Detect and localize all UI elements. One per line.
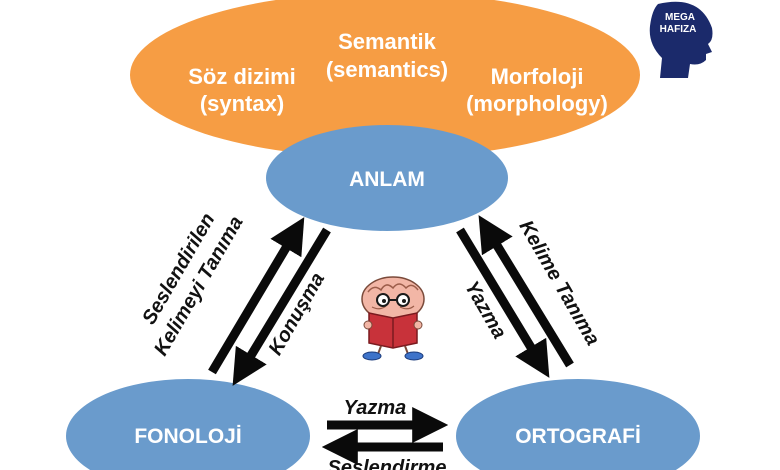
anlam-node <box>266 125 508 231</box>
semantics-label-line2: (semantics) <box>326 57 448 82</box>
semantics-label-line1: Semantik <box>338 29 437 54</box>
ortografi-node <box>456 379 700 470</box>
arrow-anlam-to-fonoloji <box>232 227 331 386</box>
arrow-fonoloji-to-anlam <box>208 217 305 375</box>
fonoloji-label: FONOLOJİ <box>134 425 241 448</box>
arrow-anlam-to-ortografi <box>456 227 550 378</box>
morphology-label-line1: Morfoloji <box>491 64 584 89</box>
arrow-ortografi-to-anlam <box>478 215 574 368</box>
writing-label-right: Yazma <box>460 277 510 342</box>
syntax-label-line2: (syntax) <box>200 91 284 116</box>
syntax-label-line1: Söz dizimi <box>188 64 296 89</box>
morphology-label-line2: (morphology) <box>466 91 608 116</box>
fonoloji-node <box>66 379 310 470</box>
vocalizing-label: Seslendirme <box>328 457 447 470</box>
brain-reading-book-icon <box>361 276 425 361</box>
anlam-label: ANLAM <box>349 168 425 191</box>
writing-label-bottom: Yazma <box>344 397 407 419</box>
logo-text-line1: MEGA <box>665 12 695 23</box>
language-components-ellipse <box>130 0 640 158</box>
ortografi-label: ORTOGRAFİ <box>515 425 641 448</box>
word-recognition-label: Kelime Tanıma <box>515 217 604 350</box>
head-silhouette-icon: MEGA HAFIZA <box>649 1 713 79</box>
logo-text-line2: HAFIZA <box>660 24 697 35</box>
